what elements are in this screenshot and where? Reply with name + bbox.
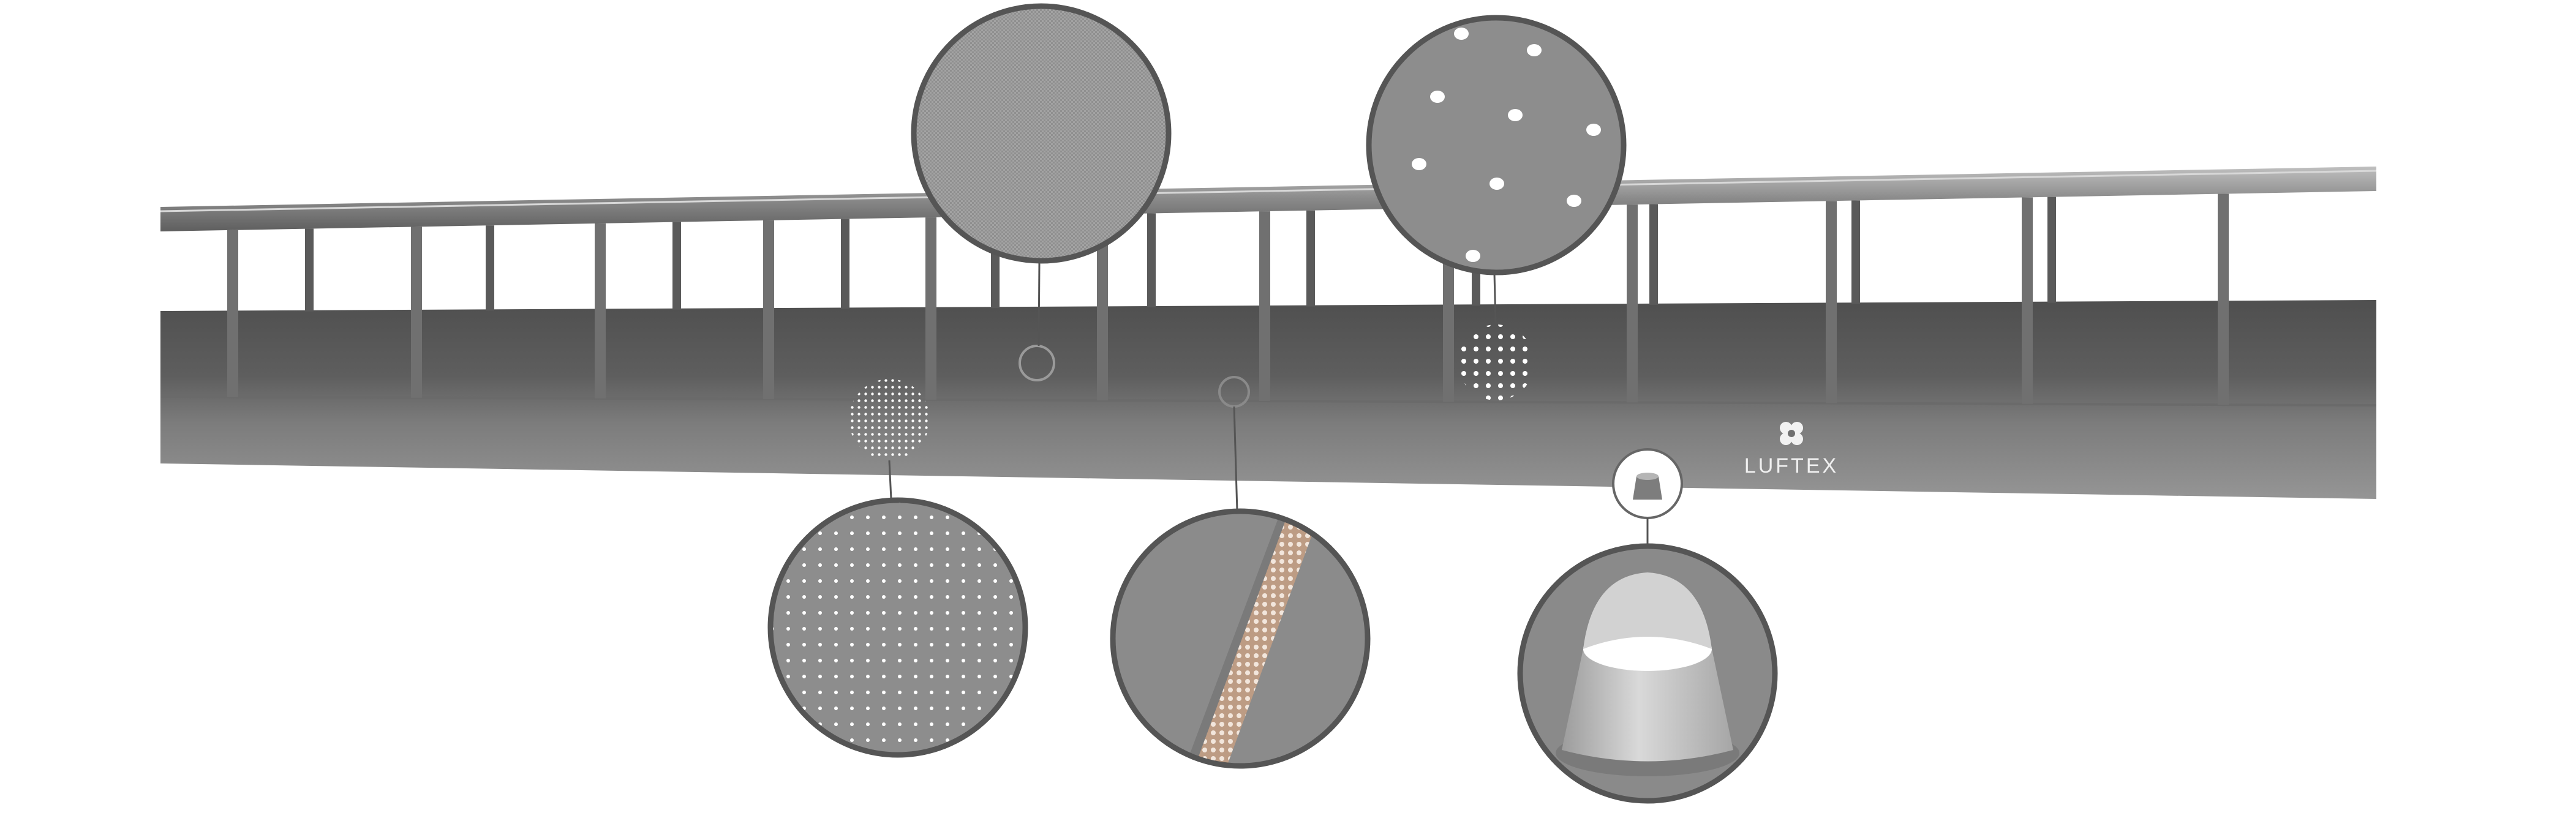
rear-hanger	[2047, 197, 2056, 303]
front-hanger	[1259, 211, 1270, 401]
brand-name: LUFTEX	[1744, 454, 1839, 478]
rail-bar	[160, 167, 2376, 231]
perforation-hole	[1454, 28, 1469, 40]
front-hanger	[1097, 214, 1108, 400]
front-hanger	[763, 220, 774, 399]
rear-hanger	[1147, 213, 1156, 307]
duct-seam	[160, 396, 2377, 407]
perforation-hole	[1508, 109, 1523, 121]
holes-thumbnail	[1458, 324, 1534, 400]
front-hanger	[227, 230, 238, 397]
front-hanger	[2022, 197, 2033, 404]
air-nozzle-icon	[1517, 543, 1778, 804]
front-hanger	[1826, 201, 1837, 403]
large-perforation-detail	[1366, 15, 1627, 276]
front-hanger	[2218, 193, 2229, 405]
front-hanger	[1627, 204, 1638, 403]
nozzle-detail	[1517, 543, 1778, 804]
fabric-weave-detail	[911, 3, 1172, 264]
perforated-strip-detail	[1110, 508, 1371, 769]
nozzle-marker	[1612, 448, 1683, 519]
hanger-group	[227, 193, 2229, 405]
micro-holes-icon	[767, 497, 1028, 758]
rear-hanger	[1851, 200, 1860, 304]
perforation-hole	[1430, 91, 1445, 103]
perforation-hole	[1412, 158, 1426, 170]
perforated-strip-icon	[1110, 508, 1371, 769]
perforation-hole	[1466, 250, 1480, 262]
rear-hanger	[672, 222, 681, 310]
perforation-hole	[1489, 178, 1504, 190]
rear-hanger	[1306, 210, 1315, 307]
rear-hanger	[841, 219, 849, 309]
perforation-hole	[1586, 124, 1601, 136]
micro-perforation-detail	[767, 497, 1028, 758]
rear-hanger	[1649, 204, 1658, 305]
leader-lines	[888, 261, 1649, 545]
front-hanger	[411, 227, 422, 398]
rear-hanger	[486, 225, 494, 311]
front-hanger	[925, 217, 936, 400]
micro-thumbnail	[849, 379, 930, 460]
suspension-rail	[160, 167, 2377, 231]
woven-fabric-texture-icon	[911, 3, 1172, 264]
large-holes-icon	[1366, 15, 1627, 276]
rear-hanger	[305, 228, 314, 312]
perforation-hole	[1527, 44, 1542, 56]
brand-logo: LUFTEX	[1744, 422, 1839, 478]
luftex-pinwheel-icon	[1780, 422, 1803, 445]
perforation-hole	[1567, 195, 1581, 207]
weave-marker	[1019, 345, 1055, 381]
front-hanger	[595, 223, 606, 399]
